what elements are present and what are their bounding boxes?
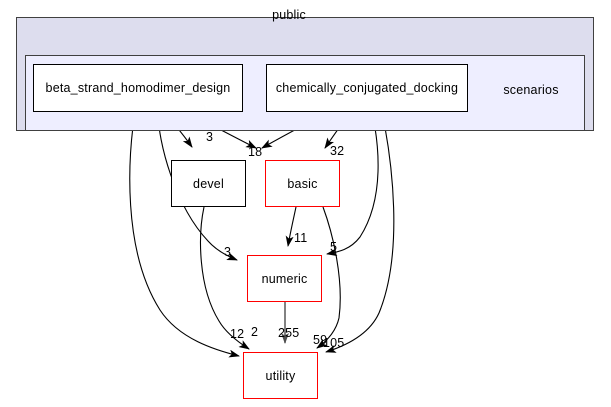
edge-beta-utility [129, 111, 240, 358]
edge-chem-numeric [326, 111, 379, 257]
edge-label-beta-devel: 3 [206, 130, 214, 144]
node-devel[interactable]: devel [171, 160, 246, 207]
cluster-scenarios-label: scenarios [503, 83, 559, 97]
edge-label-chem-basic: 32 [330, 144, 345, 158]
edge-label-devel-utility: 2 [251, 325, 259, 339]
edge-label-chem-utility: 105 [323, 336, 345, 350]
edge-basic-utility [316, 206, 341, 349]
edge-label-beta-utility: 12 [230, 327, 245, 341]
node-chemically-conjugated-docking[interactable]: chemically_conjugated_docking [266, 64, 468, 112]
edge-chem-utility [325, 111, 395, 353]
edge-devel-utility [200, 206, 250, 350]
edge-label-basic-utility: 59 [313, 333, 328, 347]
edge-label-beta-numeric: 3 [224, 245, 232, 259]
node-utility[interactable]: utility [243, 352, 318, 399]
edge-beta-numeric [157, 111, 238, 261]
edge-basic-numeric [285, 206, 297, 247]
edge-label-basic-numeric: 11 [294, 231, 308, 245]
cluster-public-label: public [272, 8, 306, 22]
node-numeric[interactable]: numeric [247, 255, 322, 302]
edge-label-numeric-utility: 255 [278, 326, 300, 340]
node-basic[interactable]: basic [265, 160, 340, 207]
edge-label-beta-basic: 18 [248, 145, 263, 159]
edge-label-chem-numeric: 5 [330, 240, 338, 254]
node-beta-strand-homodimer-design[interactable]: beta_strand_homodimer_design [33, 64, 243, 112]
